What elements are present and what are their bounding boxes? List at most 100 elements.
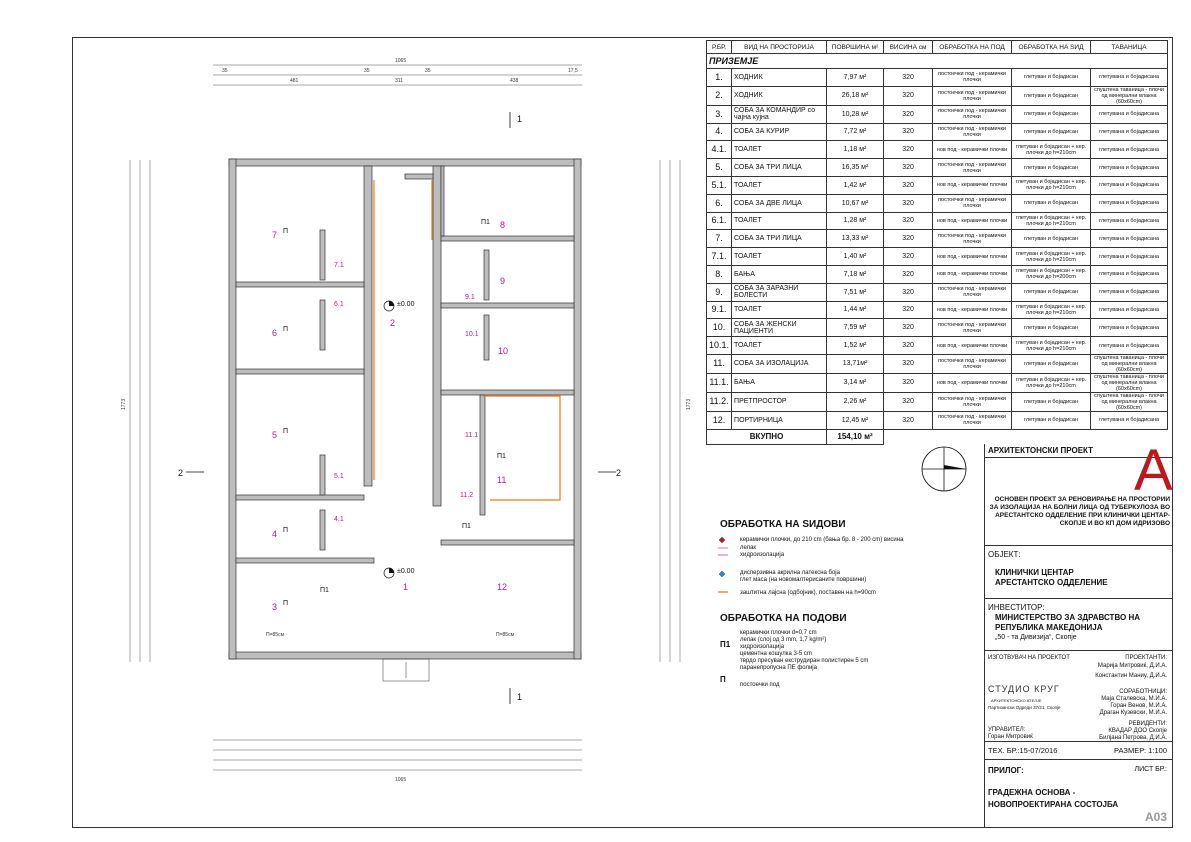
- tb-investor-1: МИНИСТЕРСТВО ЗА ЗДРАВСТВО НА: [995, 613, 1141, 622]
- cell-floor: постоечки под - керамички плочки: [932, 318, 1013, 338]
- floor-p-6: П: [283, 326, 288, 333]
- cell-ceiling: спуштена таваница - плочи од минерални в…: [1090, 391, 1168, 412]
- cell-wall: глетуван и бојадисан + кер. плочки до h=…: [1011, 336, 1092, 355]
- cell-height: 320: [883, 391, 934, 412]
- cell-ceiling: глетувана и бојадисана: [1090, 410, 1168, 430]
- tb-prilog-label: ПРИЛОГ:: [988, 766, 1024, 775]
- dim-total-bottom: 1065: [395, 777, 406, 783]
- walls: [228, 158, 582, 660]
- entrance-steps: [382, 658, 430, 682]
- cell-room: СОБА ЗА ЖЕНСКИ ПАЦИЕНТИ: [731, 318, 828, 338]
- cell-no: 10.: [705, 318, 733, 338]
- cell-no: 6.: [705, 193, 733, 213]
- cell-wall: глетуван и бојадисан: [1011, 158, 1092, 177]
- tb-project-cell: ОСНОВЕН ПРОЕКТ ЗА РЕНОВИРАЊЕ НА ПРОСТОРИ…: [985, 494, 1173, 546]
- room-label-5: 5: [272, 430, 277, 440]
- cell-wall: глетуван и бојадисан: [1011, 282, 1092, 302]
- room-label-9-1: 9.1: [465, 294, 475, 301]
- tb-investor-2: РЕПУБЛИКА МАКЕДОНИЈА: [995, 623, 1103, 632]
- legend-wall-item-3: хидроизолација: [740, 552, 785, 558]
- cell-no: 12.: [705, 410, 733, 430]
- cell-no: 11.: [705, 353, 733, 374]
- cell-height: 320: [883, 193, 934, 213]
- protective-strips: [373, 180, 561, 501]
- cell-no: 5.1.: [705, 175, 733, 195]
- cell-floor: нов под - керамички плочки: [932, 140, 1013, 160]
- legend-wall-item-2: лепак: [740, 545, 757, 551]
- cell-height: 320: [883, 85, 934, 106]
- cell-room: СОБА ЗА ЗАРАЗНИ БОЛЕСТИ: [731, 282, 828, 302]
- cell-floor: нов под - керамички плочки: [932, 336, 1013, 355]
- legend-walls-title: ОБРАБОТКА НА ЅИДОВИ: [720, 519, 846, 530]
- cell-no: 8.: [705, 264, 733, 284]
- legend-floor-item-3: хидроизолација: [740, 644, 785, 650]
- cell-wall: глетуван и бојадисан: [1011, 410, 1092, 430]
- cell-area: 10,28 м²: [826, 104, 885, 124]
- legend-floor-item-5: тврдо пресуван екструдиран полистирен 5 …: [740, 658, 869, 664]
- cell-ceiling: глетувана и бојадисана: [1090, 264, 1168, 284]
- legend-wall-item-1: керамички плочки, до 210 cm (бања бр. 8 …: [740, 537, 904, 543]
- cell-room: ПОРТИРНИЦА: [731, 410, 828, 430]
- table-header-row: Р.БР. ВИД НА ПРОСТОРИЈА ПОВРШИНА м² ВИСИ…: [705, 40, 1168, 54]
- cell-ceiling: глетувана и бојадисана: [1090, 336, 1168, 355]
- tb-collab-3: Драган Кузевски, М.И.А.: [1099, 710, 1167, 716]
- cell-floor: постоечки под - керамички плочки: [932, 282, 1013, 302]
- col-header-no: Р.БР.: [705, 40, 733, 54]
- floor-p1-8: П1: [481, 219, 490, 226]
- cell-height: 320: [883, 318, 934, 338]
- col-header-height: ВИСИНА см: [883, 40, 934, 54]
- cell-area: 7,18 м²: [826, 264, 885, 284]
- tb-sheet-no: A03: [1144, 810, 1167, 824]
- cell-floor: нов под - керамички плочки: [932, 175, 1013, 195]
- room-label-7-1: 7.1: [334, 262, 344, 269]
- cell-ceiling: глетувана и бојадисана: [1090, 68, 1168, 87]
- level-marks: ±0.00 ±0.00: [383, 300, 415, 579]
- cell-room: СОБА ЗА КОМАНДИР со чајна кујна: [731, 104, 828, 124]
- floor-p-4: П: [283, 527, 288, 534]
- dim-height-left: 1773: [121, 399, 127, 410]
- cell-room: СОБА ЗА КУРИР: [731, 122, 828, 142]
- floor-type-labels: П П П П П П1 П1 П1 П1: [283, 219, 506, 607]
- cell-room: БАЊА: [731, 372, 828, 393]
- section-2-left: 2: [178, 468, 183, 478]
- cell-wall: глетуван и бојадисан + кер. плочки до h=…: [1011, 300, 1092, 320]
- cell-no: 7.1.: [705, 247, 733, 266]
- cell-wall: глетуван и бојадисан: [1011, 85, 1092, 106]
- tb-drawing-2: НОВОПРОЕКТИРАНА СОСТОЈБА: [988, 800, 1119, 809]
- dim-top-6: 438: [510, 78, 519, 84]
- cell-area: 13,33 м²: [826, 229, 885, 249]
- section-1-bottom: 1: [517, 692, 522, 702]
- cell-no: 2.: [705, 85, 733, 106]
- cell-area: 1,52 м²: [826, 336, 885, 355]
- tb-investor-label: ИНВЕСТИТОР:: [988, 603, 1045, 612]
- cell-room: ПРЕТПРОСТОР: [731, 391, 828, 412]
- title-block: АРХИТЕКТОНСКИ ПРОЕКТ ОСНОВЕН ПРОЕКТ ЗА Р…: [984, 444, 1173, 828]
- legend-wall-item-6: заштитна лајсна (одбојник), поставен на …: [740, 590, 876, 596]
- cell-area: 10,67 м²: [826, 193, 885, 213]
- cell-area: 2,26 м²: [826, 391, 885, 412]
- cell-room: БАЊА: [731, 264, 828, 284]
- cell-no: 4.: [705, 122, 733, 142]
- cell-height: 320: [883, 282, 934, 302]
- tb-tech-no: ТЕХ. БР.:15-07/2016: [988, 746, 1058, 755]
- cell-area: 7,59 м²: [826, 318, 885, 338]
- cell-wall: глетуван и бојадисан + кер. плочки до h=…: [1011, 264, 1092, 284]
- tb-header-cell: АРХИТЕКТОНСКИ ПРОЕКТ: [985, 444, 1173, 458]
- tb-revision-label: РЕВИДЕНТИ:: [1128, 721, 1167, 727]
- cell-no: 6.1.: [705, 211, 733, 231]
- room-label-12: 12: [497, 582, 507, 592]
- cell-ceiling: глетувана и бојадисана: [1090, 229, 1168, 249]
- tb-object-cell: ОБЈЕКТ: КЛИНИЧКИ ЦЕНТАР АРЕСТАНТСКО ОДДЕ…: [985, 546, 1173, 599]
- cell-floor: постоечки под - керамички плочки: [932, 353, 1013, 374]
- col-header-area: ПОВРШИНА м²: [826, 40, 885, 54]
- legend-p-label: П: [720, 675, 726, 684]
- floor-p1-3: П1: [320, 587, 329, 594]
